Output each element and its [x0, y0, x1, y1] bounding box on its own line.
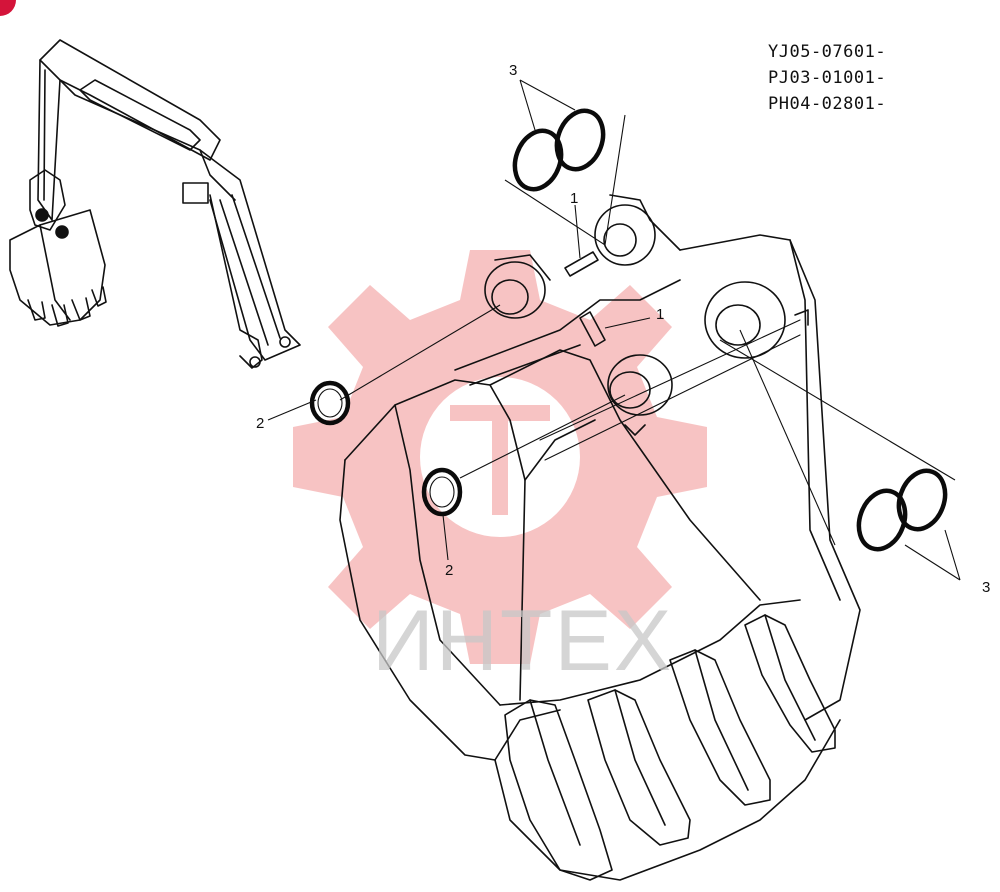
leader-lines — [267, 79, 961, 581]
bucket-body — [339, 194, 861, 881]
watermark-text: ИНТЕХ — [372, 593, 674, 689]
serial-range-1: YJ05-07601- — [768, 42, 887, 62]
pin-bosses — [484, 204, 809, 436]
watermark-gear-logo — [293, 250, 707, 664]
callout-3-right: 3 — [982, 579, 991, 596]
o-ring-parts — [512, 108, 948, 552]
callout-2-left: 2 — [256, 415, 265, 432]
callout-3-top: 3 — [509, 62, 518, 79]
seal-parts — [309, 380, 463, 517]
corner-marker — [0, 0, 16, 16]
callout-1-upper: 1 — [570, 190, 579, 207]
callout-2-bottom: 2 — [445, 562, 454, 579]
pin-parts — [564, 251, 606, 347]
serial-range-2: PJ03-01001- — [768, 68, 887, 88]
excavator-arm-overview — [9, 39, 301, 369]
callout-1-lower: 1 — [656, 306, 665, 323]
serial-range-3: PH04-02801- — [768, 94, 887, 114]
bucket-teeth — [504, 614, 836, 881]
